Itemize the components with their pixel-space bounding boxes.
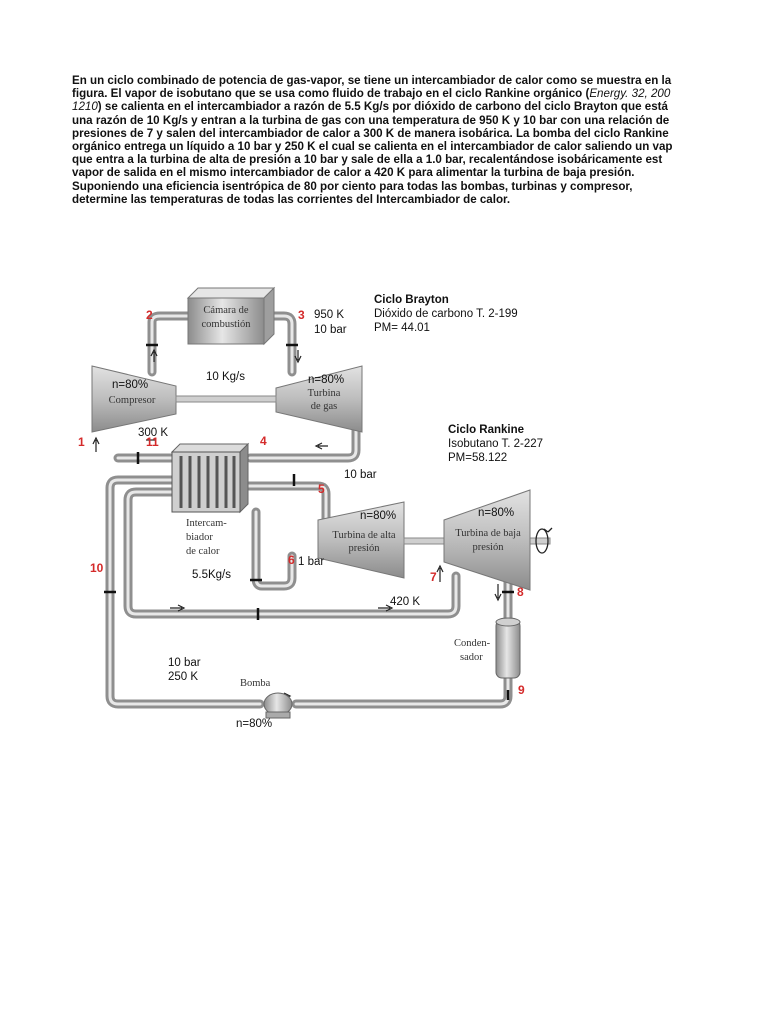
pipe-9 — [291, 673, 513, 709]
compressor: Compresor — [91, 365, 177, 433]
combustion-label-2: combustión — [202, 319, 252, 330]
combustion-chamber: Cámara de combustión — [186, 286, 276, 346]
hp-turbine-efficiency: n=80% — [360, 510, 396, 522]
output-shaft — [529, 537, 551, 545]
lp-turbine: Turbina de baja presión — [443, 489, 531, 591]
problem-line-8: vapor de salida en el mismo intercambiad… — [72, 166, 635, 180]
compressor-efficiency: n=80% — [112, 379, 148, 391]
p6-label: 1 bar — [298, 556, 324, 568]
problem-statement: En un ciclo combinado de potencia de gas… — [72, 74, 682, 206]
compressor-label: Compresor — [109, 395, 156, 406]
lp-turbine-efficiency: n=80% — [478, 507, 514, 519]
rankine-info: Ciclo Rankine Isobutano T. 2-227 PM=58.1… — [448, 424, 543, 464]
pump-label: Bomba — [240, 678, 271, 689]
state-11: 11 — [146, 435, 159, 449]
state-9: 9 — [518, 683, 525, 697]
gas-turbine-label-1: Turbina — [308, 388, 341, 399]
exchanger-label-2: biador — [186, 532, 213, 543]
hp-turbine-label-1: Turbina de alta — [332, 530, 396, 541]
rankine-flow-label: 5.5Kg/s — [192, 569, 231, 581]
state-numbers: 2 3 1 11 4 5 6 7 8 9 10 — [78, 308, 525, 697]
rankine-shaft — [403, 537, 447, 545]
lp-turbine-label-1: Turbina de baja — [455, 528, 521, 539]
brayton-flow-label: 10 Kg/s — [206, 371, 245, 383]
exchanger-label-1: Intercam- — [186, 518, 227, 529]
condenser-label-1: Conden- — [454, 638, 491, 649]
problem-line-9: Suponiendo una eficiencia isentrópica de… — [72, 179, 633, 193]
problem-reference-page: 1210 — [72, 100, 98, 114]
pump-efficiency: n=80% — [236, 718, 272, 730]
brayton-fluid: Dióxido de carbono T. 2-199 — [374, 308, 518, 320]
problem-line-3-text: ) se calienta en el intercambiador a raz… — [97, 100, 668, 114]
t3-label: 950 K — [314, 309, 344, 321]
problem-line-1: En un ciclo combinado de potencia de gas… — [72, 74, 672, 87]
pump: Bomba — [240, 678, 293, 719]
problem-line-6: orgánico entrega un líquido a 10 bar y 2… — [72, 140, 673, 154]
pump-pressure-label: 10 bar — [168, 657, 201, 669]
annotations: 950 K 10 bar 10 Kg/s n=80% n=80% 300 K 1… — [112, 309, 514, 730]
p3-label: 10 bar — [314, 324, 347, 336]
t1-label: 300 K — [138, 427, 168, 439]
state-2: 2 — [146, 308, 153, 322]
combustion-label-1: Cámara de — [203, 305, 249, 316]
rankine-title: Ciclo Rankine — [448, 424, 524, 436]
state-6: 6 — [288, 553, 295, 567]
problem-line-7: que entra a la turbina de alta de presió… — [72, 153, 663, 167]
brayton-shaft — [175, 395, 277, 403]
gas-turbine: Turbina de gas — [275, 365, 363, 433]
gas-turbine-label-2: de gas — [311, 401, 338, 412]
rankine-molar-mass: PM=58.122 — [448, 452, 507, 464]
state-4: 4 — [260, 434, 267, 448]
condenser: Conden- sador — [454, 617, 521, 679]
problem-line-2-text: figura. El vapor de isobutano que se usa… — [72, 87, 590, 101]
problem-line-4: una razón de 10 Kg/s y entran a la turbi… — [72, 113, 670, 127]
condenser-label-2: sador — [460, 652, 483, 663]
heat-exchanger: Intercam- biador de calor — [170, 442, 250, 557]
problem-line-2: figura. El vapor de isobutano que se usa… — [72, 87, 682, 100]
state-markers — [104, 343, 514, 700]
rankine-fluid: Isobutano T. 2-227 — [448, 438, 543, 450]
hp-turbine-label-2: presión — [349, 543, 381, 554]
state-1: 1 — [78, 435, 85, 449]
state-5: 5 — [318, 482, 325, 496]
hp-turbine: Turbina de alta presión — [317, 501, 405, 579]
t7-label: 420 K — [390, 596, 420, 608]
problem-line-3: 1210) se calienta en el intercambiador a… — [72, 100, 682, 113]
rotation-icon — [535, 527, 553, 554]
state-3: 3 — [298, 308, 305, 322]
problem-line-5: presiones de 7 y salen del intercambiado… — [72, 126, 669, 140]
exchanger-label-3: de calor — [186, 546, 220, 557]
brayton-molar-mass: PM= 44.01 — [374, 322, 430, 334]
problem-reference: Energy. 32, 200 — [589, 87, 671, 101]
state-7: 7 — [430, 570, 437, 584]
problem-line-10: determine las temperaturas de todas las … — [72, 192, 511, 206]
pipe-6 — [251, 507, 297, 591]
flow-arrows — [92, 348, 502, 700]
state-8: 8 — [517, 585, 524, 599]
state-10: 10 — [90, 561, 104, 575]
pump-temperature-label: 250 K — [168, 671, 198, 683]
brayton-info: Ciclo Brayton Dióxido de carbono T. 2-19… — [374, 294, 518, 334]
lp-turbine-label-2: presión — [473, 542, 505, 553]
p5-label: 10 bar — [344, 469, 377, 481]
brayton-title: Ciclo Brayton — [374, 294, 449, 306]
gas-turbine-efficiency: n=80% — [308, 374, 344, 386]
